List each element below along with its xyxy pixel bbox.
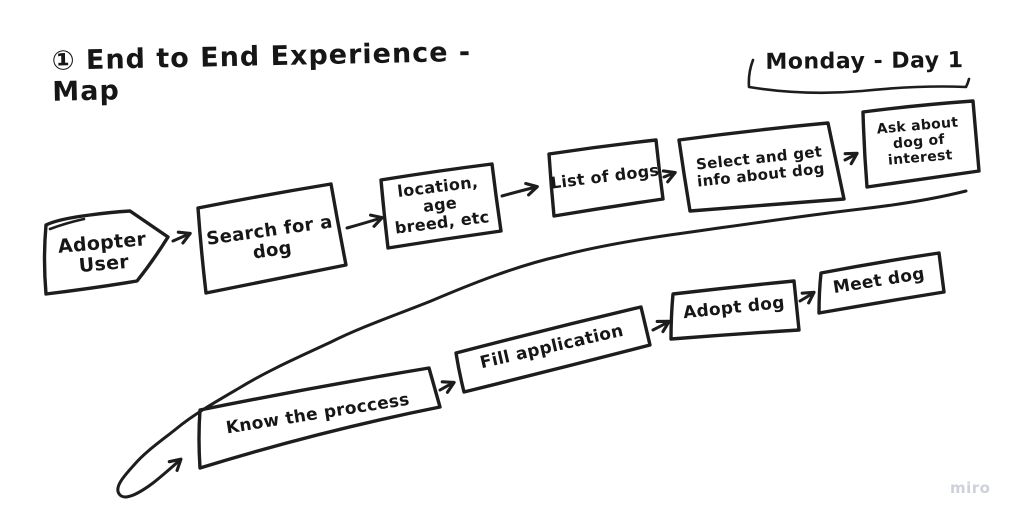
list-of-dogs-shape[interactable] — [547, 138, 665, 218]
label-search-criteria[interactable]: location, age breed, etc — [393, 172, 491, 238]
connector-criteria-to-list[interactable] — [500, 181, 539, 198]
adopter-user-pen-overlap — [48, 217, 86, 231]
ask-about-dog-shape[interactable] — [861, 99, 981, 189]
fill-application-shape[interactable] — [454, 305, 652, 394]
connector-search-to-criteria[interactable] — [345, 213, 384, 230]
connector-fill-to-adopt[interactable] — [651, 319, 671, 334]
adopter-user-shape[interactable] — [42, 209, 170, 296]
label-adopter-user[interactable]: Adopter User — [57, 227, 148, 278]
search-for-a-dog-shape[interactable] — [196, 182, 348, 295]
select-and-get-info-shape[interactable] — [677, 121, 846, 213]
adopt-dog-shape[interactable] — [669, 279, 801, 341]
meet-dog-shape[interactable] — [817, 251, 946, 315]
connector-know-to-fill[interactable] — [438, 380, 456, 394]
monday-underline — [747, 58, 971, 95]
loop-connector-ask-to-know[interactable] — [116, 189, 968, 499]
connector-adopter-to-search[interactable] — [171, 230, 192, 245]
connector-list-to-select[interactable] — [661, 169, 677, 184]
connector-adopt-to-meet[interactable] — [798, 290, 816, 305]
label-ask-about-dog[interactable]: Ask about dog of interest — [876, 115, 960, 169]
board-title[interactable]: ① End to End Experience - Map — [51, 36, 472, 108]
connector-select-to-ask[interactable] — [843, 151, 859, 166]
search-criteria-shape[interactable] — [379, 162, 503, 250]
day-annotation[interactable]: Monday - Day 1 — [765, 47, 964, 75]
know-the-process-shape[interactable] — [197, 366, 442, 470]
miro-watermark: miro — [950, 479, 991, 497]
